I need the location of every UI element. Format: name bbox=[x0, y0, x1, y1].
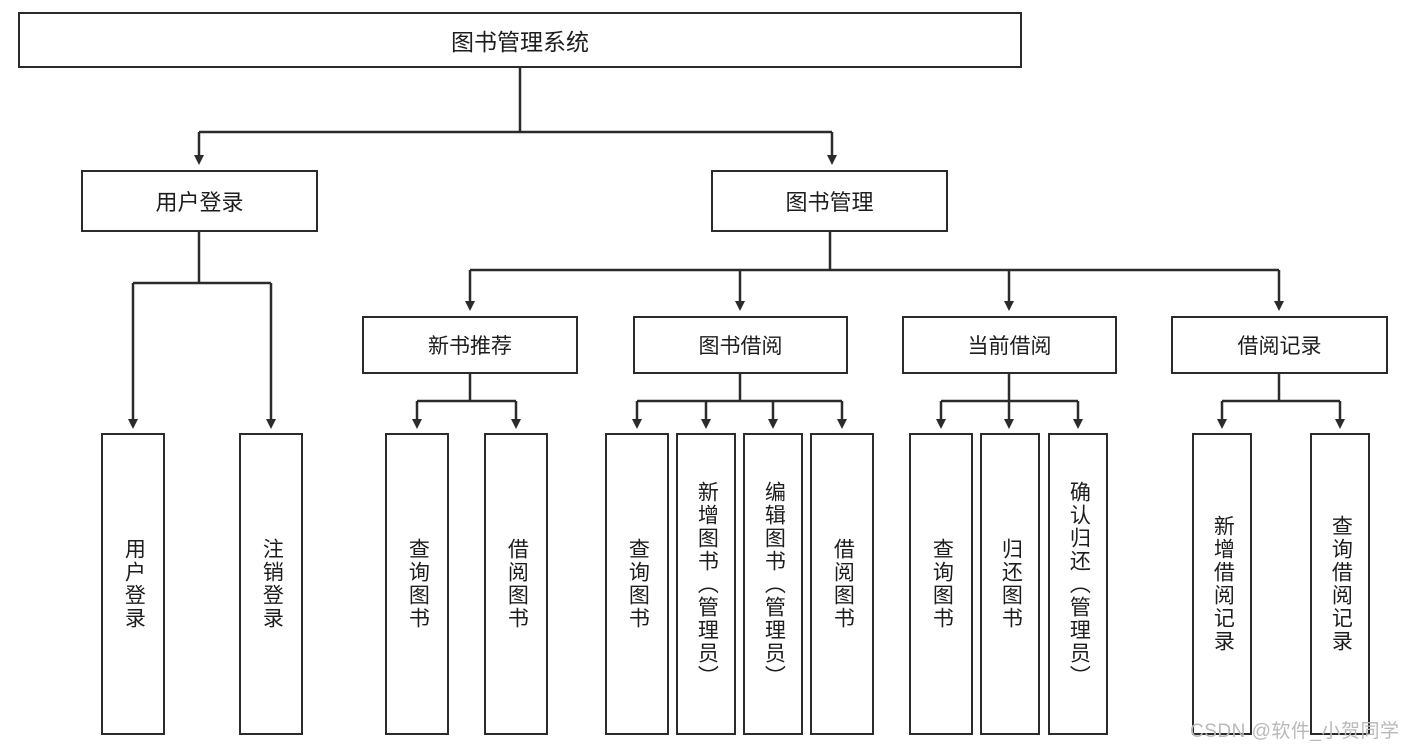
node-label: 查询借阅记录 bbox=[1329, 515, 1353, 653]
node-label: 借阅图书 bbox=[505, 538, 529, 630]
node-leaf-query-book-borrow[interactable]: 查询图书 bbox=[605, 433, 669, 735]
node-borrow-record[interactable]: 借阅记录 bbox=[1171, 316, 1388, 374]
node-label: 新增图书（管理员） bbox=[695, 480, 719, 688]
node-label: 用户登录 bbox=[155, 190, 244, 215]
node-new-book-recommend[interactable]: 新书推荐 bbox=[362, 316, 578, 374]
watermark-csdn: CSDN @软件_小贺同学 bbox=[1190, 721, 1400, 742]
node-label: 图书借阅 bbox=[698, 335, 783, 358]
node-leaf-query-book-recommend[interactable]: 查询图书 bbox=[385, 433, 449, 735]
node-label: 查询图书 bbox=[930, 538, 954, 630]
node-label: 编辑图书（管理员） bbox=[762, 480, 786, 688]
node-label: 查询图书 bbox=[406, 538, 430, 630]
node-leaf-confirm-return[interactable]: 确认归还（管理员） bbox=[1048, 433, 1108, 735]
node-user-login[interactable]: 用户登录 bbox=[81, 170, 318, 232]
node-label: 图书管理 bbox=[785, 190, 874, 215]
node-leaf-return-book[interactable]: 归还图书 bbox=[980, 433, 1040, 735]
node-leaf-user-login[interactable]: 用户登录 bbox=[101, 433, 165, 735]
node-leaf-add-book[interactable]: 新增图书（管理员） bbox=[676, 433, 736, 735]
node-leaf-add-borrow-record[interactable]: 新增借阅记录 bbox=[1192, 433, 1252, 735]
node-label: 确认归还（管理员） bbox=[1067, 480, 1091, 688]
node-label: 用户登录 bbox=[122, 538, 146, 630]
node-label: 借阅图书 bbox=[831, 538, 855, 630]
node-leaf-query-borrow-record[interactable]: 查询借阅记录 bbox=[1310, 433, 1370, 735]
node-label: 新书推荐 bbox=[428, 335, 512, 358]
node-label: 查询图书 bbox=[626, 538, 650, 630]
node-leaf-borrow-book[interactable]: 借阅图书 bbox=[810, 433, 874, 735]
node-current-borrow[interactable]: 当前借阅 bbox=[902, 316, 1117, 374]
node-label: 归还图书 bbox=[999, 538, 1023, 630]
node-label: 注销登录 bbox=[260, 538, 284, 630]
node-leaf-query-book-current[interactable]: 查询图书 bbox=[909, 433, 973, 735]
node-label: 借阅记录 bbox=[1237, 335, 1322, 358]
node-root-book-management-system[interactable]: 图书管理系统 bbox=[18, 12, 1022, 68]
node-leaf-edit-book[interactable]: 编辑图书（管理员） bbox=[743, 433, 803, 735]
node-leaf-logout-login[interactable]: 注销登录 bbox=[239, 433, 303, 735]
node-label: 当前借阅 bbox=[967, 335, 1052, 358]
node-book-management[interactable]: 图书管理 bbox=[711, 170, 948, 232]
node-leaf-borrow-book-recommend[interactable]: 借阅图书 bbox=[484, 433, 548, 735]
node-label: 新增借阅记录 bbox=[1211, 515, 1235, 653]
node-book-borrow[interactable]: 图书借阅 bbox=[633, 316, 848, 374]
node-label: 图书管理系统 bbox=[451, 29, 589, 55]
